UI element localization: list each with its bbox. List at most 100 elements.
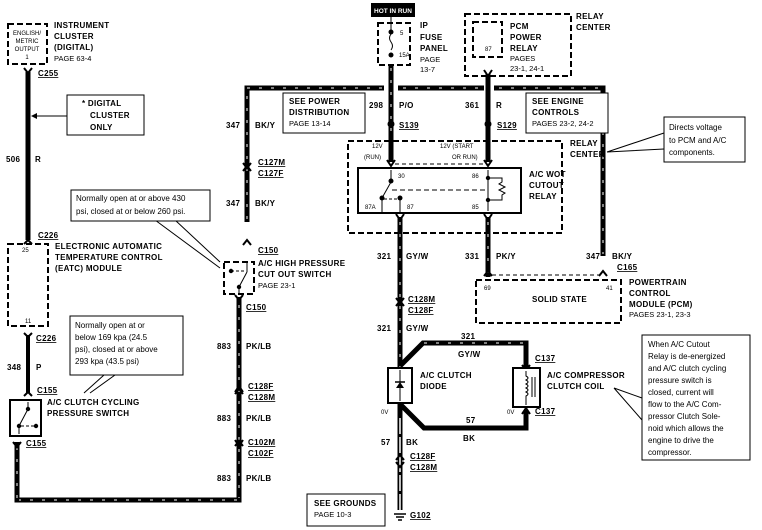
pin-87: 87 — [407, 205, 414, 211]
coil-voltage: 0V — [507, 410, 514, 416]
wire-883-color: PK/LB — [246, 474, 272, 483]
note-line: ONLY — [90, 123, 113, 132]
fuse-panel-box — [377, 22, 411, 66]
pcm-relay-title: POWER — [510, 33, 542, 42]
high-pressure-switch[interactable] — [223, 261, 255, 295]
wire-321-circuit: 321 — [377, 252, 391, 261]
run-label: 12V — [372, 144, 383, 150]
high-pressure-note — [70, 189, 211, 222]
compressor-coil-title: A/C COMPRESSOR — [547, 371, 625, 380]
wire-361-color: R — [496, 101, 502, 110]
relay-center-label: RELAY — [570, 139, 598, 148]
see-grounds-page: PAGE 10-3 — [314, 510, 351, 519]
clutch-diode-title: A/C CLUTCH — [420, 371, 472, 380]
cluster-title: CLUSTER — [54, 32, 94, 41]
relay-center-box — [464, 13, 572, 77]
see-engine-controls-box[interactable] — [525, 92, 609, 134]
directs-voltage-note — [663, 116, 746, 163]
fuse-panel-title: IP — [420, 21, 429, 30]
eatc-title: (EATC) MODULE — [55, 264, 123, 273]
connector-symbol — [242, 162, 252, 172]
svg-text:When A/C Cutout: When A/C Cutout — [648, 340, 711, 349]
wire-57-circuit: 57 — [381, 438, 391, 447]
splice-s129-label: S129 — [497, 121, 517, 130]
wire-506-circuit: 506 — [6, 155, 20, 164]
wire-321-circuit: 321 — [461, 332, 475, 341]
note-line: psi, closed at or below 260 psi. — [76, 207, 185, 216]
pin-85: 85 — [472, 205, 479, 211]
relay-center-label: CENTER — [576, 23, 611, 32]
coil-icon — [524, 371, 529, 405]
cluster-page: PAGE 63-4 — [54, 54, 91, 63]
run-label: (RUN) — [364, 155, 381, 161]
pcm-pages: PAGES 23-1, 23-3 — [629, 310, 691, 319]
fuse-panel-page: 13-7 — [420, 65, 435, 74]
connector-c102f: C102F — [248, 449, 274, 458]
svg-text:and A/C clutch cycling: and A/C clutch cycling — [648, 364, 726, 373]
wire-321-color: GY/W — [406, 324, 429, 333]
eatc-pin-11: 11 — [25, 319, 32, 325]
see-power-distribution-box[interactable] — [282, 92, 366, 134]
ref-page: PAGES 23-2, 24-2 — [532, 119, 594, 128]
connector-c155: C155 — [37, 386, 58, 395]
cluster-box-line: OUTPUT — [15, 47, 40, 53]
note-line: components. — [669, 148, 715, 157]
connector-c127m: C127M — [258, 158, 285, 167]
svg-text:noid which allows the: noid which allows the — [648, 424, 724, 433]
note-leader — [613, 387, 643, 421]
pcm-relay-pin: 87 — [485, 47, 492, 53]
svg-text:Relay is de-energized: Relay is de-energized — [648, 352, 725, 361]
pcm-box[interactable] — [475, 279, 622, 324]
eatc-module[interactable] — [7, 243, 49, 327]
wot-cutout-relay[interactable] — [357, 167, 522, 214]
fuse-panel-title: PANEL — [420, 44, 448, 53]
connector-c128f: C128F — [248, 382, 274, 391]
relay-center-label: RELAY — [576, 12, 604, 21]
cycling-switch-title: PRESSURE SWITCH — [47, 409, 129, 418]
splice-s129 — [484, 120, 492, 128]
wire-57-branch — [398, 402, 529, 431]
svg-text:compressor.: compressor. — [648, 448, 692, 457]
fuse-icon — [389, 33, 393, 51]
splice-s139-label: S139 — [399, 121, 419, 130]
note-line: to PCM and A/C — [669, 136, 727, 145]
pin-30: 30 — [398, 174, 405, 180]
connector-c137: C137 — [535, 354, 556, 363]
connector-c128m: C128M — [408, 295, 435, 304]
high-pressure-title: CUT OUT SWITCH — [258, 270, 332, 279]
pin-87a: 87A — [365, 205, 376, 211]
arrow-icon — [31, 113, 37, 119]
connector-c150: C150 — [246, 303, 267, 312]
instrument-cluster-box — [7, 23, 48, 65]
ground-g102: G102 — [410, 511, 431, 520]
splice-s139 — [387, 120, 395, 128]
note-line: * DIGITAL — [82, 99, 121, 108]
wire-347-circuit: 347 — [226, 199, 240, 208]
wire-883-color: PK/LB — [246, 414, 272, 423]
diode-voltage: 0V — [381, 410, 388, 416]
wire-347-color: BK/Y — [612, 252, 633, 261]
start-label: 12V (START — [440, 144, 474, 150]
wire-298-color: P/O — [399, 101, 414, 110]
connector-c226: C226 — [36, 334, 57, 343]
fuse-terminal — [388, 52, 394, 58]
instrument-cluster[interactable]: ENGLISH/ METRIC OUTPUT 1 INSTRUMENT CLUS… — [7, 21, 109, 65]
note-leader — [154, 219, 221, 269]
fuse-panel-title: FUSE — [420, 33, 443, 42]
see-grounds-title: SEE GROUNDS — [314, 499, 377, 508]
connector-c128m: C128M — [248, 393, 275, 402]
ref-page: PAGE 13-14 — [289, 119, 331, 128]
see-grounds-box[interactable] — [306, 493, 386, 527]
pcm-relay-title: RELAY — [510, 44, 538, 53]
clutch-cycling-pressure-switch[interactable] — [9, 399, 42, 437]
diode-icon — [396, 382, 404, 388]
pcm-relay-page: 23-1, 24-1 — [510, 64, 544, 73]
hot-in-run-badge — [371, 3, 415, 17]
wire-883-circuit: 883 — [217, 474, 231, 483]
pcm-solid-state: SOLID STATE — [532, 295, 587, 304]
fuse-terminal — [388, 29, 394, 35]
cycling-switch-note — [69, 315, 184, 376]
eatc-title: TEMPERATURE CONTROL — [55, 253, 163, 262]
ref-line: SEE POWER — [289, 97, 340, 106]
